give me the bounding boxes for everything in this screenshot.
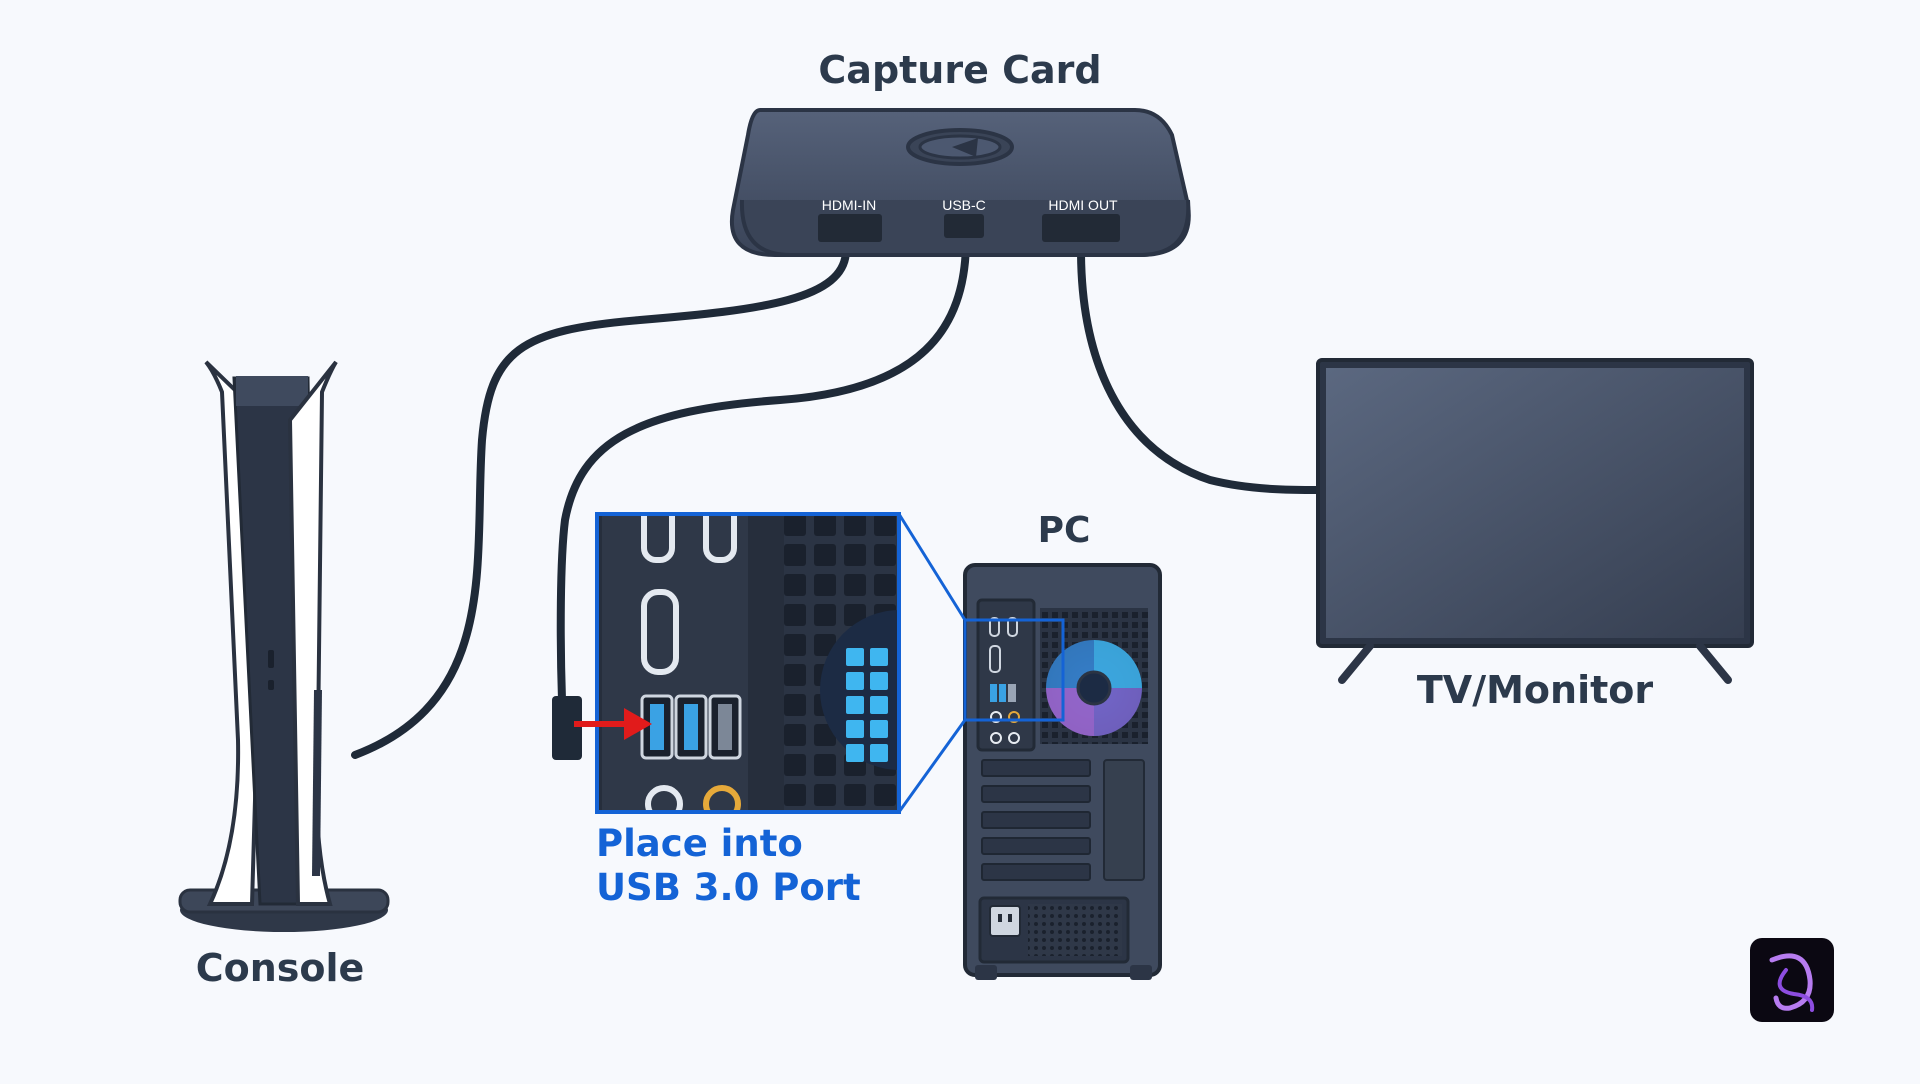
hdmi-in-label: HDMI-IN bbox=[822, 197, 876, 213]
usb-instruction-line2: USB 3.0 Port bbox=[596, 866, 861, 909]
cables bbox=[351, 236, 1324, 759]
usb-instruction-line1: Place into bbox=[596, 822, 803, 865]
capture-card-logo-icon bbox=[906, 128, 1014, 166]
hdmi-in-cable bbox=[351, 246, 850, 759]
tv-monitor bbox=[1316, 358, 1754, 684]
usb-c-label: USB-C bbox=[942, 197, 986, 213]
tv-monitor-label: TV/Monitor bbox=[1416, 668, 1654, 712]
hdmi-out-label: HDMI OUT bbox=[1048, 197, 1118, 213]
usb-zoom-callout bbox=[574, 512, 1065, 814]
pc-tower bbox=[963, 563, 1162, 980]
hdmi-out-port bbox=[1042, 214, 1120, 242]
usb-plug bbox=[552, 696, 582, 760]
red-arrow-icon bbox=[574, 708, 652, 740]
console bbox=[178, 360, 390, 932]
hdmi-in-port bbox=[818, 214, 882, 242]
usb-instruction: Place into USB 3.0 Port bbox=[596, 822, 861, 910]
usb-c-port bbox=[944, 214, 984, 238]
capture-card-label: Capture Card bbox=[818, 48, 1102, 92]
console-label: Console bbox=[195, 946, 365, 990]
hdmi-out-cable bbox=[1077, 246, 1324, 494]
usb-cable bbox=[556, 236, 970, 704]
capture-card: HDMI-IN USB-C HDMI OUT bbox=[729, 108, 1191, 257]
app-logo-icon bbox=[1750, 938, 1834, 1022]
pc-label: PC bbox=[1037, 510, 1091, 551]
